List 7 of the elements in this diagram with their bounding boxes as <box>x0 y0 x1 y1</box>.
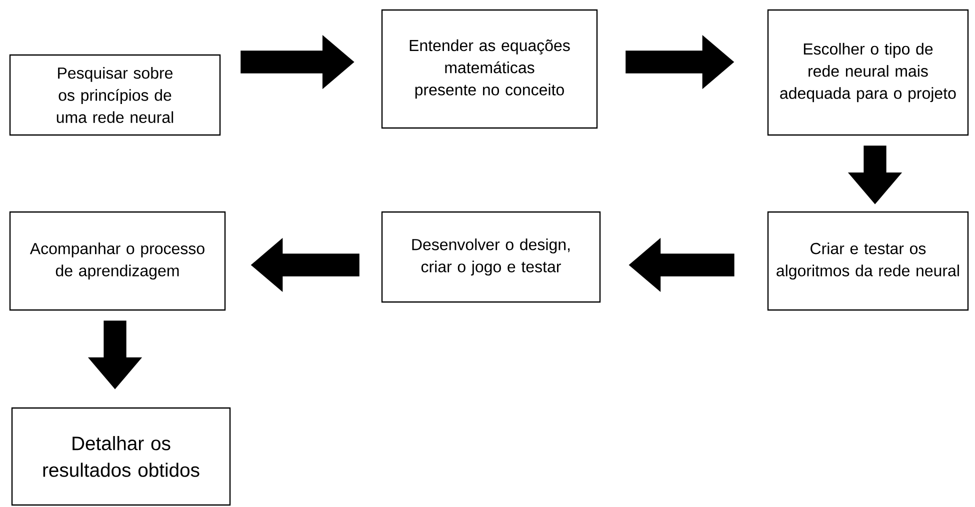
process-box: Pesquisar sobre os princípios de uma rede neural <box>9 54 221 136</box>
process-box: Entender as equações matemáticas presente no conceito <box>381 9 598 129</box>
process-box: Desenvolver o design, criar o jogo e testar <box>381 211 601 303</box>
process-box: Criar e testar os algoritmos da rede neural <box>767 211 969 311</box>
process-box: Detalhar os resultados obtidos <box>11 407 231 506</box>
process-box: Acompanhar o processo de aprendizagem <box>9 211 226 311</box>
process-box: Escolher o tipo de rede neural mais adequada para o projeto <box>767 9 969 136</box>
